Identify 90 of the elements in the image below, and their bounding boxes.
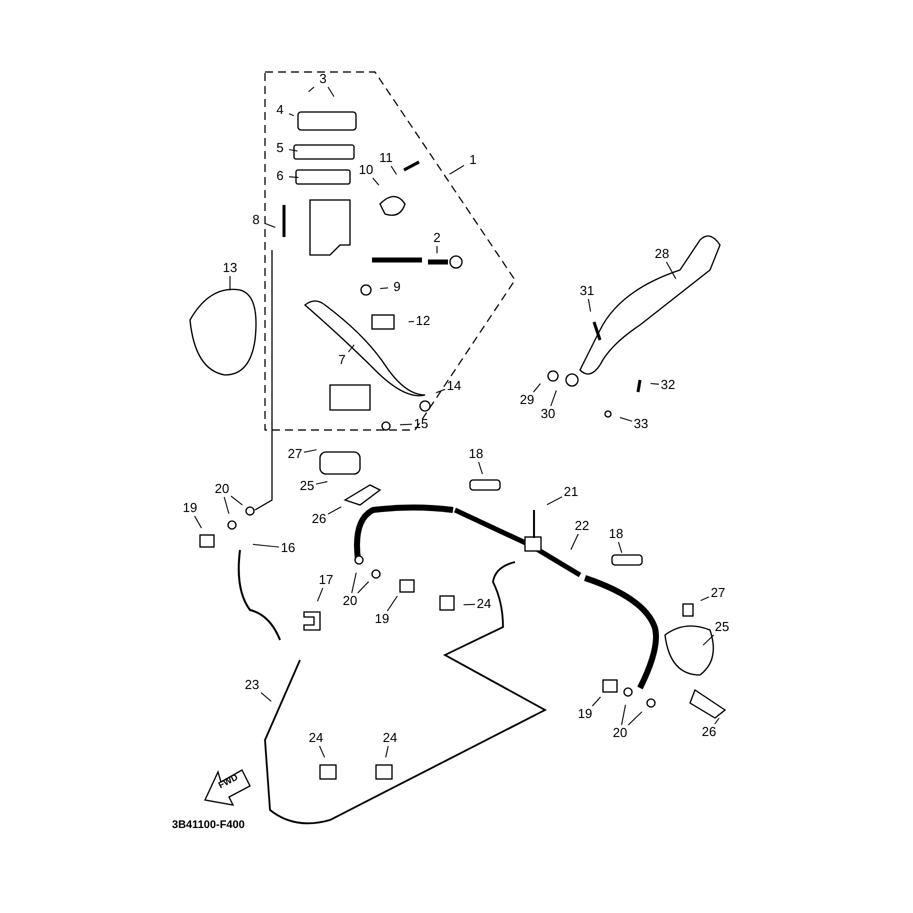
leader-line — [230, 496, 243, 506]
callout-number: 6 — [271, 169, 289, 182]
leader-line — [702, 634, 714, 646]
callout-number: 25 — [713, 620, 731, 633]
leader-line — [700, 596, 710, 602]
leader-line — [620, 416, 632, 422]
leader-line — [386, 596, 398, 612]
leader-line — [714, 718, 720, 724]
callout-number: 27 — [286, 447, 304, 460]
leader-line — [317, 588, 324, 602]
callout-number: 5 — [271, 141, 289, 154]
leader-line — [449, 164, 464, 175]
callout-number: 23 — [243, 678, 261, 691]
callout-number: 28 — [653, 247, 671, 260]
leader-line — [588, 298, 592, 312]
callout-number: 9 — [388, 280, 406, 293]
callout-number: 33 — [632, 417, 650, 430]
callout-number: 32 — [659, 378, 677, 391]
callout-number: 10 — [357, 163, 375, 176]
leader-line — [618, 542, 622, 554]
callout-number: 17 — [317, 573, 335, 586]
leader-line — [436, 388, 446, 394]
callout-number: 8 — [247, 213, 265, 226]
callout-number: 20 — [213, 482, 231, 495]
callout-number: 25 — [298, 479, 316, 492]
leader-line — [436, 246, 438, 254]
callout-number: 26 — [310, 512, 328, 525]
callout-number: 14 — [445, 379, 463, 392]
callout-number: 30 — [539, 407, 557, 420]
leader-line — [316, 481, 328, 485]
callout-number: 13 — [221, 261, 239, 274]
callout-number: 20 — [341, 594, 359, 607]
leader-line — [288, 113, 294, 116]
leader-line — [372, 178, 380, 186]
leader-line — [357, 581, 370, 594]
leader-line — [194, 516, 202, 528]
leader-line — [252, 544, 280, 548]
leader-line — [319, 746, 326, 758]
leader-line — [628, 711, 642, 726]
callout-number: 24 — [475, 597, 493, 610]
leader-line — [390, 166, 397, 175]
callout-number: 15 — [412, 417, 430, 430]
leader-line — [380, 287, 388, 290]
callout-number: 22 — [573, 519, 591, 532]
leader-line — [224, 496, 230, 514]
leader-line — [328, 506, 342, 515]
leader-line — [592, 696, 602, 706]
diagram-code: 3B41100-F400 — [172, 820, 245, 831]
leader-line — [348, 344, 355, 352]
callout-number: 18 — [607, 527, 625, 540]
callout-number: 29 — [518, 393, 536, 406]
leader-line — [400, 424, 412, 426]
leader-line — [621, 704, 626, 726]
leader-line — [533, 383, 541, 392]
leader-line — [550, 390, 557, 406]
callout-number: 19 — [576, 707, 594, 720]
callout-number: 31 — [578, 284, 596, 297]
callout-number: 7 — [333, 353, 351, 366]
callout-number: 2 — [428, 231, 446, 244]
leader-line — [328, 86, 334, 98]
callout-number: 3 — [314, 72, 332, 85]
callout-number: 24 — [307, 731, 325, 744]
callout-number: 20 — [611, 726, 629, 739]
callout-number: 21 — [562, 485, 580, 498]
leader-line — [288, 176, 300, 178]
leader-line — [288, 149, 298, 152]
callout-number: 16 — [279, 541, 297, 554]
callout-number: 11 — [377, 151, 395, 164]
leader-line — [650, 382, 660, 385]
callout-number: 12 — [414, 314, 432, 327]
leader-line — [308, 86, 314, 92]
leader-line — [570, 534, 579, 550]
leader-line — [304, 449, 318, 453]
leader-line — [478, 462, 483, 474]
leader-line — [351, 572, 357, 594]
leader-line — [264, 222, 276, 228]
leader-line — [463, 604, 476, 606]
leader-line — [666, 262, 676, 280]
callout-number: 19 — [181, 501, 199, 514]
callout-number: 19 — [373, 612, 391, 625]
callout-number: 26 — [700, 725, 718, 738]
leader-line — [546, 496, 562, 506]
leader-line — [260, 692, 272, 702]
callout-number: 1 — [464, 153, 482, 166]
callout-number: 24 — [381, 731, 399, 744]
callout-number: 4 — [271, 103, 289, 116]
leader-line — [408, 321, 414, 322]
callout-number: 18 — [467, 447, 485, 460]
callout-number: 27 — [709, 586, 727, 599]
leader-line — [385, 746, 389, 758]
